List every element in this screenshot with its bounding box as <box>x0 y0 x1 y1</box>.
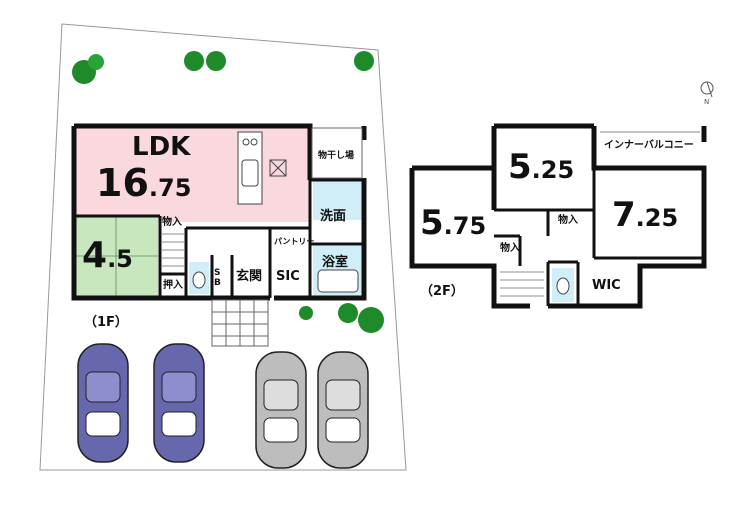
entrance-steps <box>211 299 269 347</box>
room-top-size-int: 5 <box>508 147 532 187</box>
second-floor-label: （2F） <box>420 284 464 299</box>
car-icon <box>317 351 369 469</box>
washroom-label: 洗面 <box>320 209 347 224</box>
tree-icon <box>72 51 384 333</box>
car-icon <box>153 343 205 463</box>
room-right-size-dec: .25 <box>635 204 679 232</box>
tatami-lines <box>74 216 158 296</box>
room-left-size-int: 5 <box>420 203 444 243</box>
storage-b-label: 物入 <box>558 215 578 226</box>
laundry-area <box>311 127 363 179</box>
first-floor-plan <box>71 123 367 347</box>
room-right-size: 7.25 <box>612 198 678 232</box>
storage-label: 物入 <box>162 217 182 228</box>
wic-label: WIC <box>592 278 621 293</box>
first-floor-walls <box>71 123 367 301</box>
kitchen-counter <box>237 131 287 205</box>
second-floor-stairs <box>500 271 544 297</box>
toilet-bowl-icon <box>556 277 570 295</box>
ldk-room <box>74 126 310 222</box>
oshiire-label: 押入 <box>163 280 183 291</box>
pantry-label: パントリー <box>274 237 315 246</box>
room-left-size: 5.75 <box>420 206 486 240</box>
balcony-label: インナーバルコニー <box>604 140 694 151</box>
room-right-size-int: 7 <box>612 195 636 235</box>
room-left-size-dec: .75 <box>443 212 487 240</box>
north-label: N <box>704 98 710 106</box>
washroom <box>313 180 363 220</box>
first-floor-toilet <box>189 262 209 294</box>
genkan-label: 玄関 <box>236 269 263 284</box>
room-top-size: 5.25 <box>508 150 574 184</box>
bathroom-label: 浴室 <box>322 255 349 270</box>
laundry-area-label: 物干し場 <box>318 151 355 161</box>
japanese-room-size-int: 4 <box>82 235 108 276</box>
storage-a-label: 物入 <box>500 243 520 254</box>
first-floor-inner-walls <box>74 178 364 298</box>
ldk-label: LDK <box>132 132 191 162</box>
japanese-room-size-dec: .5 <box>107 245 133 273</box>
car-icon <box>77 343 129 463</box>
car-icon <box>255 351 307 469</box>
sic-label: SIC <box>276 269 300 284</box>
second-floor-plan <box>409 123 707 309</box>
north-arrow-icon <box>700 81 714 98</box>
first-floor-label: （1F） <box>84 315 128 330</box>
room-top-size-dec: .25 <box>531 156 575 184</box>
second-floor-inner-walls <box>494 168 704 306</box>
ldk-size-int: 16 <box>96 161 149 205</box>
lot-boundary <box>39 23 407 471</box>
bathtub <box>317 269 359 293</box>
japanese-room-size: 4.5 <box>82 238 133 274</box>
ldk-size-dec: .75 <box>148 174 192 202</box>
shoe-box-label: S B <box>214 268 221 288</box>
ldk-size: 16.75 <box>96 164 191 202</box>
first-floor-stairs <box>162 233 184 267</box>
